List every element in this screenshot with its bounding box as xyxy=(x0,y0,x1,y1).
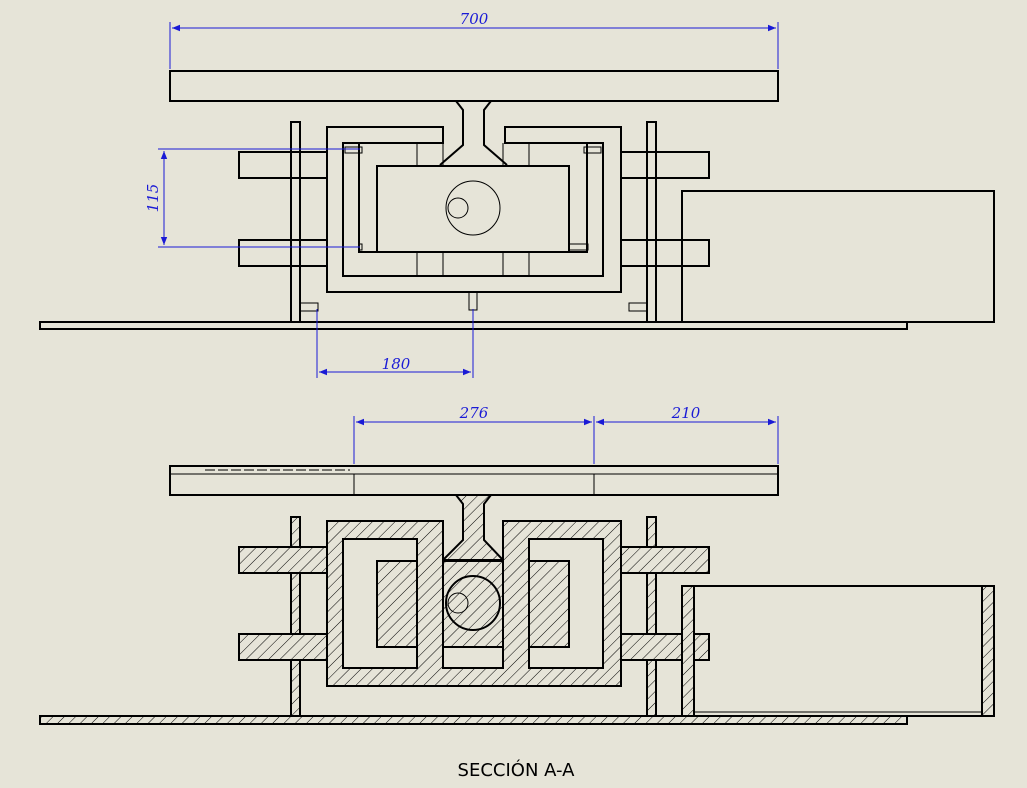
top-view: 700 115 180 xyxy=(39,10,995,378)
dim-label-180: 180 xyxy=(382,355,411,373)
pin-top-left xyxy=(344,146,363,154)
arm-bottom-left xyxy=(238,239,328,267)
dim-top-width: 700 xyxy=(169,10,779,69)
right-post xyxy=(646,121,657,323)
section-shaft-hole xyxy=(447,592,469,614)
dim-label-700: 700 xyxy=(460,10,489,28)
section-title: SECCIÓN A-A xyxy=(458,759,576,781)
dim-section-right-span: 210 xyxy=(596,404,779,464)
section-arm-bottom-left xyxy=(238,633,328,661)
dim-section-left-span: 276 xyxy=(353,404,595,464)
section-left-post xyxy=(290,516,301,717)
section-arm-top-left xyxy=(238,546,328,574)
top-shaft-circle xyxy=(445,180,501,236)
arm-bottom-right xyxy=(620,239,710,267)
pin-base-left xyxy=(300,302,319,312)
section-side-wall-right xyxy=(981,585,995,717)
pin-bottom-right xyxy=(569,243,589,251)
section-side-wall-left xyxy=(681,585,695,717)
section-connector xyxy=(440,494,506,561)
top-plate xyxy=(169,70,779,102)
section-shaft-circle xyxy=(445,575,501,631)
section-block-right xyxy=(528,560,570,648)
section-arm-bottom-right xyxy=(620,633,710,661)
pin-base-right xyxy=(628,302,647,312)
left-post xyxy=(290,121,301,323)
dim-label-115: 115 xyxy=(144,184,162,213)
section-center-cell xyxy=(442,560,504,648)
top-inner-body xyxy=(376,165,570,253)
dim-label-210: 210 xyxy=(671,404,701,422)
section-right-post xyxy=(646,516,657,717)
section-side-box xyxy=(681,585,995,717)
section-view: 276 210 SECCIÓN A-A xyxy=(39,404,995,781)
dim-top-offset: 180 xyxy=(316,309,474,378)
pin-base-center xyxy=(468,292,478,311)
arm-top-left xyxy=(238,151,328,179)
dim-label-276: 276 xyxy=(459,404,489,422)
section-base-plate xyxy=(39,715,908,725)
top-inner-walls xyxy=(358,143,588,253)
top-shaft-hole xyxy=(447,197,469,219)
dim-top-height: 115 xyxy=(144,148,360,248)
top-outer-frame xyxy=(326,126,622,293)
top-side-box xyxy=(681,190,995,323)
arm-top-right xyxy=(620,151,710,179)
top-connector xyxy=(439,100,508,166)
section-arm-top-right xyxy=(620,546,710,574)
section-block-left xyxy=(376,560,418,648)
pin-top-right xyxy=(583,146,602,154)
top-inner-ribs xyxy=(416,143,530,276)
pin-bottom-left xyxy=(359,243,363,251)
